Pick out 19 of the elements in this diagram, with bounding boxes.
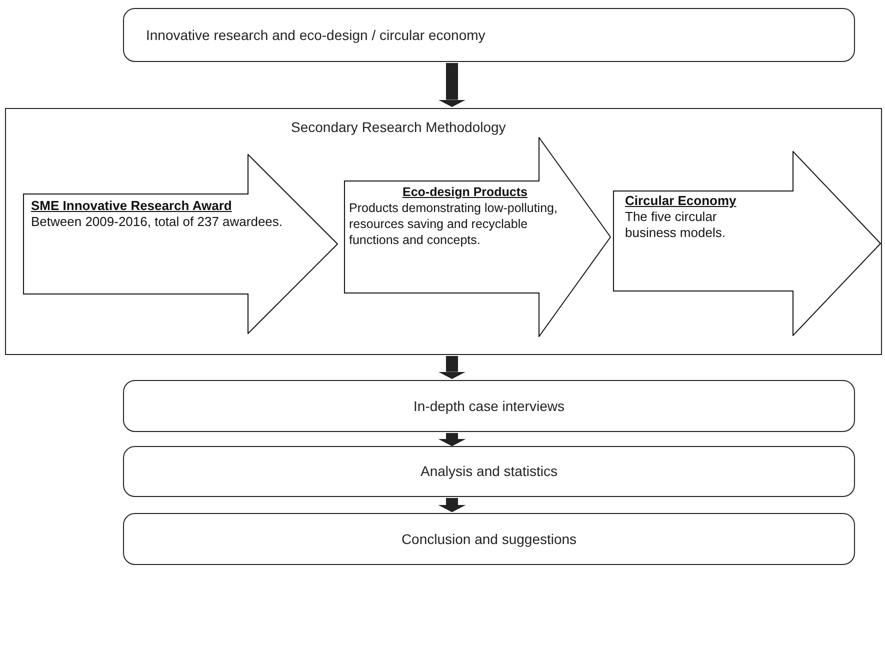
down-arrow [438, 498, 466, 512]
process-box: Innovative research and eco-design / circular economy [123, 8, 855, 62]
step-heading: Eco-design Products [401, 184, 529, 200]
down-arrow [438, 433, 466, 446]
step-description: Between 2009-2016, total of 237 awardees. [31, 214, 284, 230]
group-frame [5, 108, 882, 355]
arrow-shape [344, 137, 611, 337]
down-arrow [438, 356, 466, 379]
step-heading: Circular Economy [625, 193, 738, 209]
group-heading: Secondary Research Methodology [291, 118, 506, 137]
process-box: Conclusion and suggestions [123, 513, 855, 565]
down-arrow [438, 63, 466, 107]
process-box: In-depth case interviews [123, 380, 855, 432]
step-heading: SME Innovative Research Award [31, 198, 233, 214]
arrow-shape [23, 154, 338, 334]
step-description: The five circular business models. [625, 209, 726, 241]
step-description: Products demonstrating low-polluting, resources saving and recyclable functions and concepts. [349, 200, 558, 248]
process-box: Analysis and statistics [123, 446, 855, 497]
arrow-shape [613, 151, 881, 336]
